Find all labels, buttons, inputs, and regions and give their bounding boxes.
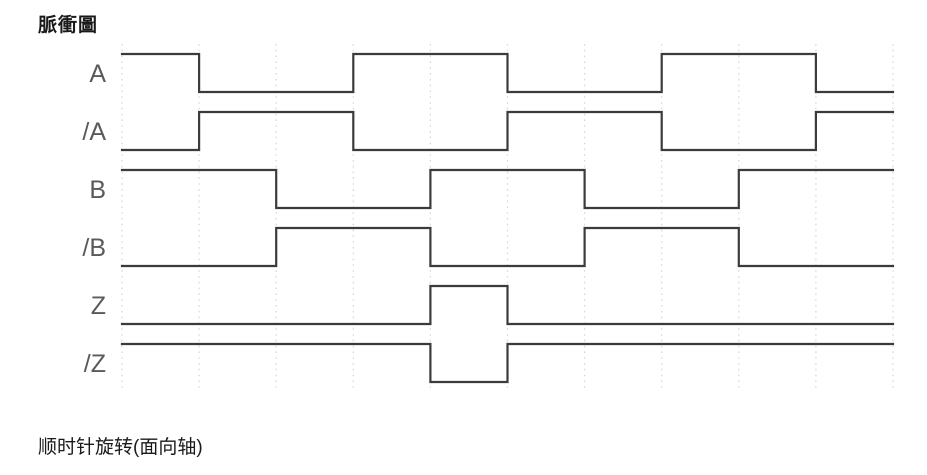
waveform-inv-Z <box>120 342 895 384</box>
signal-label-B: B <box>89 176 106 204</box>
signal-label-Z: Z <box>91 292 106 320</box>
waveform-B <box>120 168 895 210</box>
signal-label-inv-A: /A <box>82 118 106 146</box>
waveform-A <box>120 52 895 94</box>
rotation-caption: 顺时针旋转(面向轴) <box>38 437 203 458</box>
signal-label-inv-Z: /Z <box>84 350 106 378</box>
waveforms <box>120 52 895 384</box>
signal-labels: A/A B/B Z/Z <box>82 60 106 378</box>
waveform-Z <box>120 284 895 326</box>
diagram-title: 脈衝圖 <box>38 15 99 36</box>
gridlines <box>121 44 894 388</box>
timing-diagram: A/A B/B Z/Z <box>82 44 895 388</box>
waveform-inv-B <box>120 226 895 268</box>
signal-label-inv-B: /B <box>82 234 106 262</box>
signal-label-A: A <box>89 60 106 88</box>
waveform-inv-A <box>120 110 895 152</box>
